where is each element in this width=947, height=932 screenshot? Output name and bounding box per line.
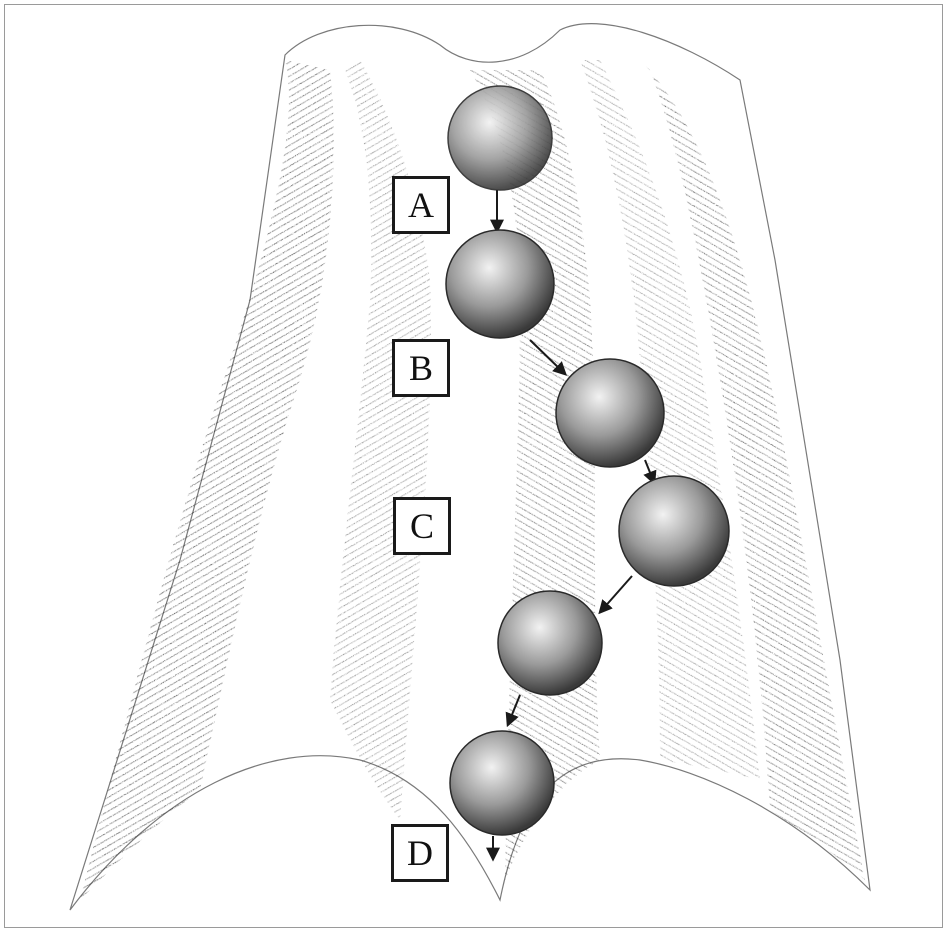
- ball-4: [619, 476, 729, 586]
- label-b: B: [392, 339, 450, 397]
- ball-3: [556, 359, 664, 467]
- ball-5: [498, 591, 602, 695]
- ball-6: [450, 731, 554, 835]
- label-b-text: B: [409, 350, 433, 386]
- label-d-text: D: [407, 835, 433, 871]
- label-d: D: [391, 824, 449, 882]
- label-c: C: [393, 497, 451, 555]
- label-a-text: A: [408, 187, 434, 223]
- label-a: A: [392, 176, 450, 234]
- ball-2: [446, 230, 554, 338]
- ball-1: [448, 86, 552, 190]
- label-c-text: C: [410, 508, 434, 544]
